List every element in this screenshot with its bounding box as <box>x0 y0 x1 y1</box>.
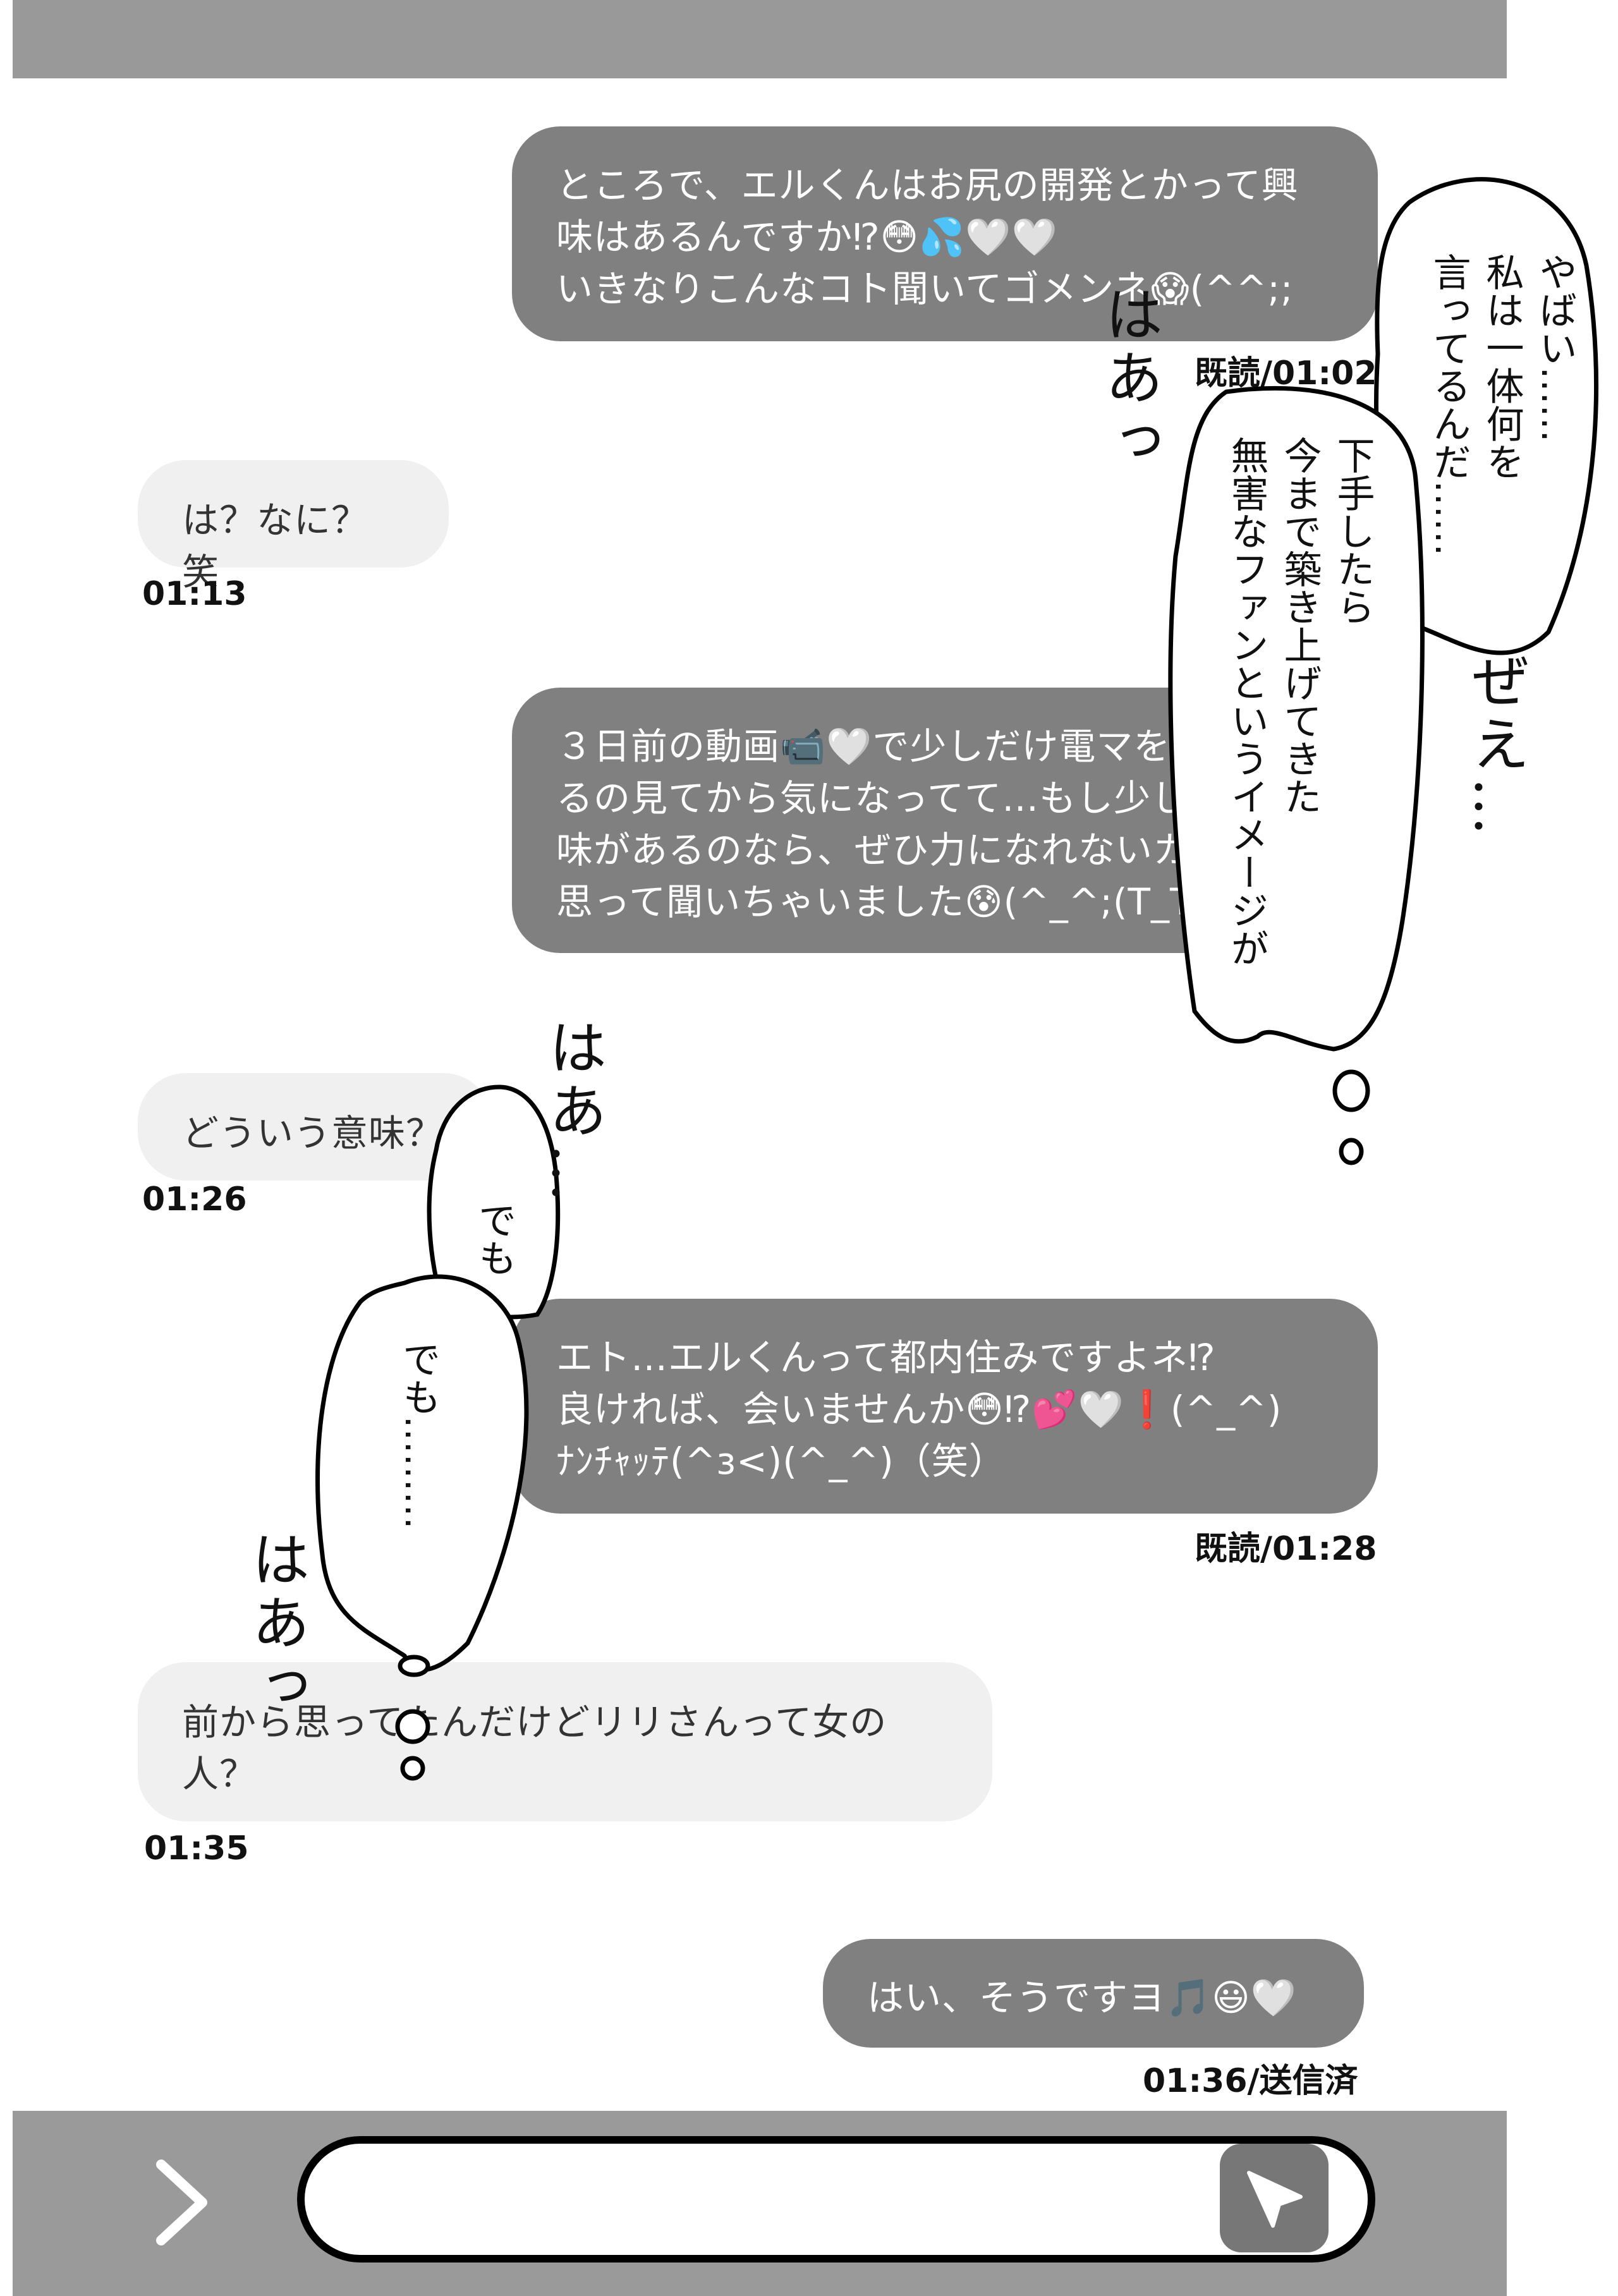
message-incoming-6: 前から思ってたんだけどリリさんって女の 人？ <box>138 1662 992 1821</box>
thought-text-3: でも <box>472 1201 516 1277</box>
message-meta-7: 01:36/送信済 <box>1143 2062 1358 2100</box>
message-outgoing-5: エト…エルくんって都内住みですよネ⁉ 良ければ、会いませんか😳⁉💕🤍❗(^_^)… <box>512 1299 1378 1514</box>
message-meta-1: 既読/01:02 <box>1195 355 1377 392</box>
top-bar <box>13 0 1507 78</box>
chevron-right-icon[interactable] <box>145 2152 221 2253</box>
send-arrow-icon <box>1247 2171 1303 2228</box>
message-incoming-4: どういう意味？ <box>138 1073 492 1181</box>
message-meta-6: 01:35 <box>144 1830 249 1868</box>
sfx-haa-1: はあっ <box>1095 284 1163 474</box>
thought-dot-2 <box>1339 1138 1364 1165</box>
thought-text-4: でも……… <box>396 1340 441 1529</box>
send-button[interactable] <box>1220 2144 1329 2252</box>
sfx-haa-3: はあっ <box>242 1529 310 1719</box>
message-outgoing-7: はい、そうですヨ🎵😃🤍 <box>823 1939 1364 2048</box>
thought-text-2: 下手したら 今まで築き上げてきた 無害なファンというイメージが <box>1224 436 1375 967</box>
message-outgoing-1: ところで、エルくんはお尻の開発とかって興 味はあるんですか⁉😳💦🤍🤍 いきなりこ… <box>512 126 1378 341</box>
message-meta-4: 01:26 <box>142 1181 247 1218</box>
message-incoming-2: は？なに？笑 <box>138 460 449 593</box>
sfx-haa-2: はあ… <box>539 1017 607 1207</box>
message-meta-5: 既読/01:28 <box>1195 1530 1377 1568</box>
message-meta-2: 01:13 <box>142 575 247 613</box>
sfx-zee: ぜえ… <box>1462 651 1530 841</box>
thought-text-1: やばい…… 私は一体何を 言ってるんだ…… <box>1426 253 1577 556</box>
thought-dot-1 <box>1332 1069 1370 1112</box>
message-input[interactable] <box>297 2136 1375 2263</box>
